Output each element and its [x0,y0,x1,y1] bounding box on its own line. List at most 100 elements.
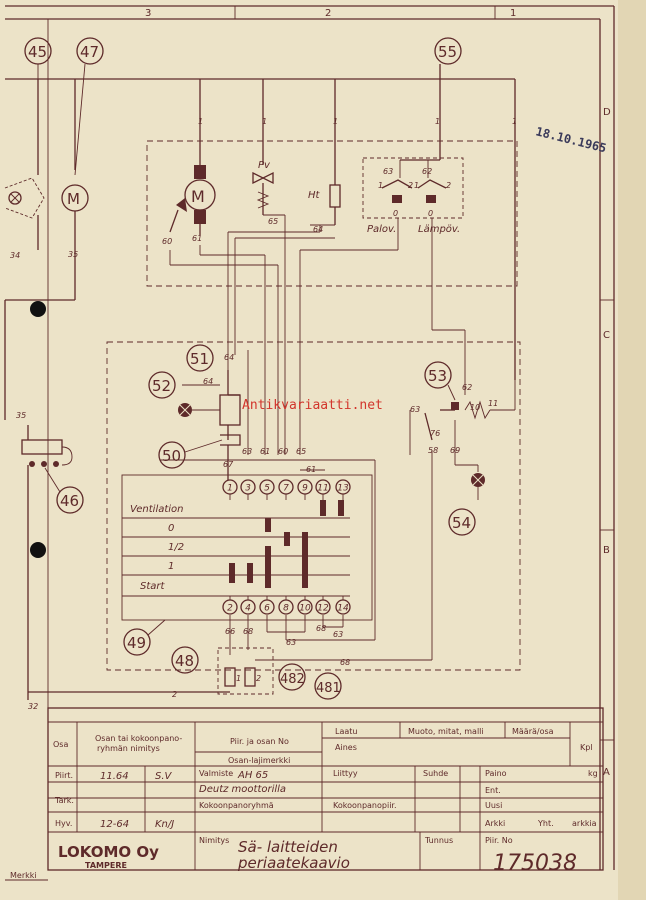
lampov-1: 1 [414,181,419,190]
tb-kg: kg [588,769,598,778]
tb-nimitys: Nimitys [199,836,229,845]
motor-47-label: M [67,190,80,208]
callout-48-label: 48 [175,652,194,670]
wire-1c: 1 [333,117,338,126]
switch-terminal-top-label: 7 [283,484,289,494]
paper-edge [618,0,646,900]
callout-54-label: 54 [452,514,471,532]
starter-motor-label: M [191,187,205,206]
tb-maara: Määrä/osa [512,727,554,736]
wire-1b: 1 [262,117,267,126]
wire-65: 65 [268,217,278,226]
position-1: 1 [168,561,174,572]
wire-68c: 68 [340,658,350,667]
relay-2: 2 [256,674,261,683]
wire-10: 10 [470,403,480,412]
tb-laatu: Laatu [335,727,357,736]
binder-hole-top [30,301,46,317]
wire-63b: 63 [286,638,296,647]
tb-ent: Ent. [485,786,501,795]
switch-terminal-bottom-label: 8 [283,604,289,614]
wire-1e: 1 [512,117,517,126]
wire-63r: 63 [410,405,420,414]
tb-muoto: Muoto, mitat, malli [408,727,484,736]
tb-hyv-sign: Kn/J [155,819,174,830]
relay-48-box [217,647,274,695]
tb-ryhman: ryhmän nimitys [97,744,160,753]
title-block [47,707,604,871]
tb-liittyy: Liittyy [333,769,358,778]
tb-company: LOKOMO Oy [58,843,159,861]
pv-label: Pv [258,160,271,171]
switch-terminal-top-label: 9 [302,484,308,494]
tb-yht: Yht. [537,819,554,828]
position-start: Start [140,581,166,592]
watermark: Antikvariaatti.net [242,398,383,413]
relay-481-icon [244,667,256,687]
tb-kokoonpanopiir: Kokoonpanopiir. [333,801,397,810]
switch-terminal-bottom-label: 4 [245,604,251,614]
lampov-2: 2 [446,181,451,190]
tb-piirt-date: 11.64 [100,771,129,782]
tb-piirt-sign: S.V [155,771,173,782]
zone-right-b: B [603,545,610,556]
switch-terminal-bottom-label: 14 [337,604,349,614]
tb-aines: Aines [335,743,357,752]
callout-482-label: 482 [280,672,305,687]
wire-76: 76 [430,429,440,438]
tb-piirt: Piirt. [55,771,73,780]
tb-valmiste: Valmiste [199,769,233,778]
callout-46-label: 46 [60,492,79,510]
position-ventilation: Ventilation [130,504,184,515]
tb-hyv-date: 12-64 [100,819,129,830]
callout-50-label: 50 [162,447,181,465]
tb-kokoonpanoryhma: Kokoonpanoryhmä [199,801,274,810]
tb-merkki: Merkki [10,871,37,880]
callout-55-label: 55 [438,43,457,61]
wire-0a: 0 [393,209,398,218]
wire-62: 62 [422,167,432,176]
lampov-label: Lämpöv. [418,224,460,235]
callout-54 [448,508,476,536]
lower-wires [229,450,433,661]
tb-kpl: Kpl [580,743,593,752]
callout-46 [56,486,84,514]
wire-0b: 0 [428,209,433,218]
palov-label: Palov. [367,224,396,235]
callout-49-label: 49 [127,634,146,652]
callout-52 [148,371,176,399]
switch-terminal-top-label: 11 [317,484,328,494]
tb-piir-no: Piir. No [485,836,513,845]
callout-51 [186,344,214,372]
tb-tunnus: Tunnus [424,836,453,845]
wire-35b: 35 [16,411,26,420]
switch-terminal-bottom-label: 12 [317,604,329,614]
zone-right-c: C [603,330,610,341]
tb-arkki: Arkki [485,819,505,828]
zone-right-a: A [603,767,610,778]
wire-62r: 62 [462,383,472,392]
tb-osa: Osa [53,740,68,749]
wire-63c: 63 [333,630,343,639]
zone-top-1: 1 [510,8,516,19]
bus-wires [169,215,433,455]
tb-drawing-no: 175038 [493,851,577,876]
tb-uusi: Uusi [485,801,502,810]
pv-valve-icon [252,171,274,185]
callout-45-label: 45 [28,43,47,61]
relay-482-icon [224,667,236,687]
tb-osan-lajimerkki: Osan-lajimerkki [228,756,290,765]
wire-61: 61 [192,234,202,243]
callout-51-label: 51 [190,350,209,368]
tb-arkkia: arkkia [572,819,597,828]
wire-67: 67 [223,460,234,469]
palov-1: 1 [378,181,383,190]
wire-2: 2 [172,690,177,699]
wire-66: 66 [225,627,235,636]
zone-top-2: 2 [325,8,331,19]
tb-osan-tai: Osan tai kokoonpano- [95,734,182,743]
tb-valmiste-val2: Deutz moottorilla [199,784,286,795]
zone-top-3: 3 [145,8,151,19]
